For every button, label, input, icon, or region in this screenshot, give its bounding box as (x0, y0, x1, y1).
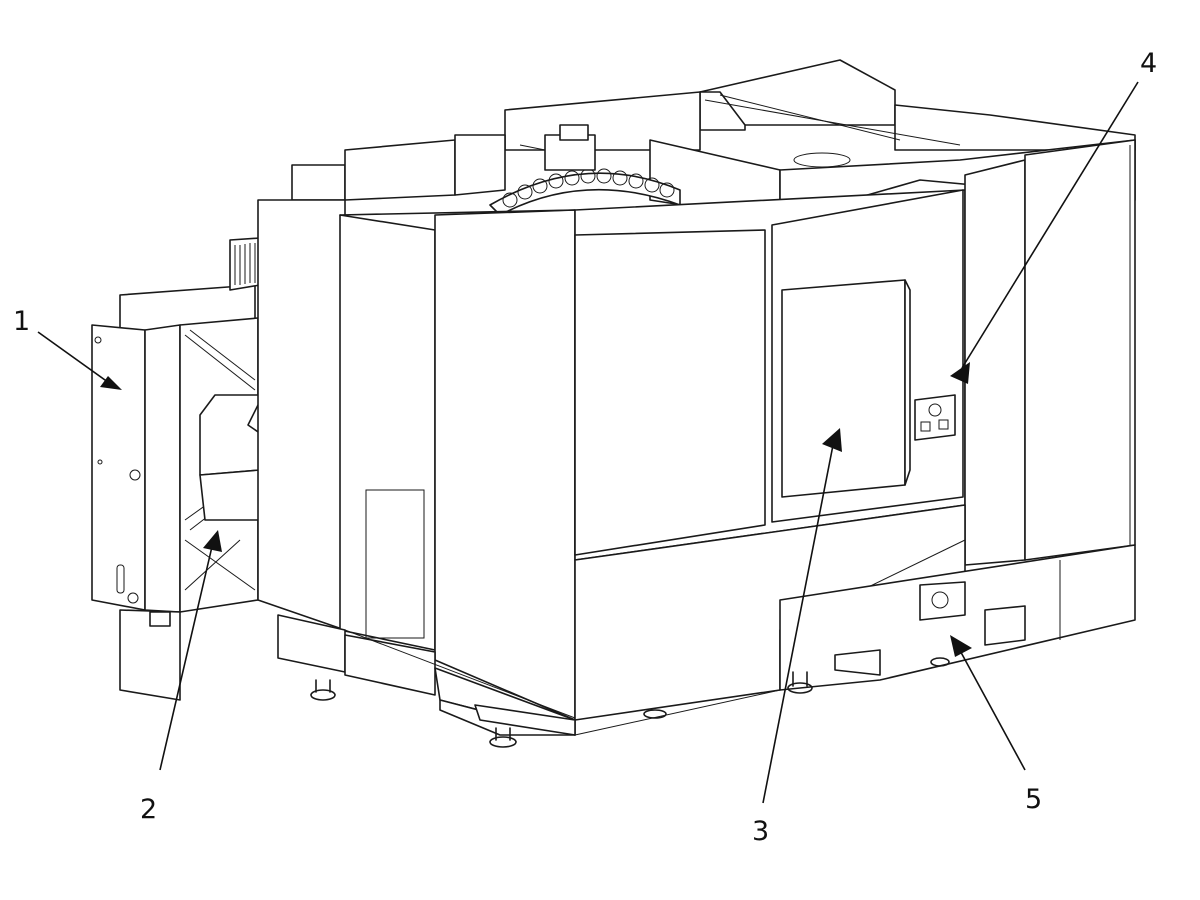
callout-label-4: 4 (1140, 48, 1157, 79)
callout-5-leader (950, 635, 1026, 771)
machine-base (277, 614, 950, 748)
callout-1-leader (37, 331, 122, 390)
callout-label-2: 2 (140, 794, 157, 825)
main-enclosure (257, 139, 1136, 721)
callout-4-leader (950, 81, 1139, 384)
callout-label-1: 1 (13, 306, 30, 337)
callout-label-5: 5 (1025, 784, 1042, 815)
top-enclosure (291, 59, 1136, 221)
callout-2-leader (159, 530, 222, 771)
callout-3-leader (762, 428, 842, 804)
callout-label-3: 3 (752, 816, 769, 847)
tool-carousel (489, 124, 681, 216)
electrical-cabinet (91, 237, 261, 701)
